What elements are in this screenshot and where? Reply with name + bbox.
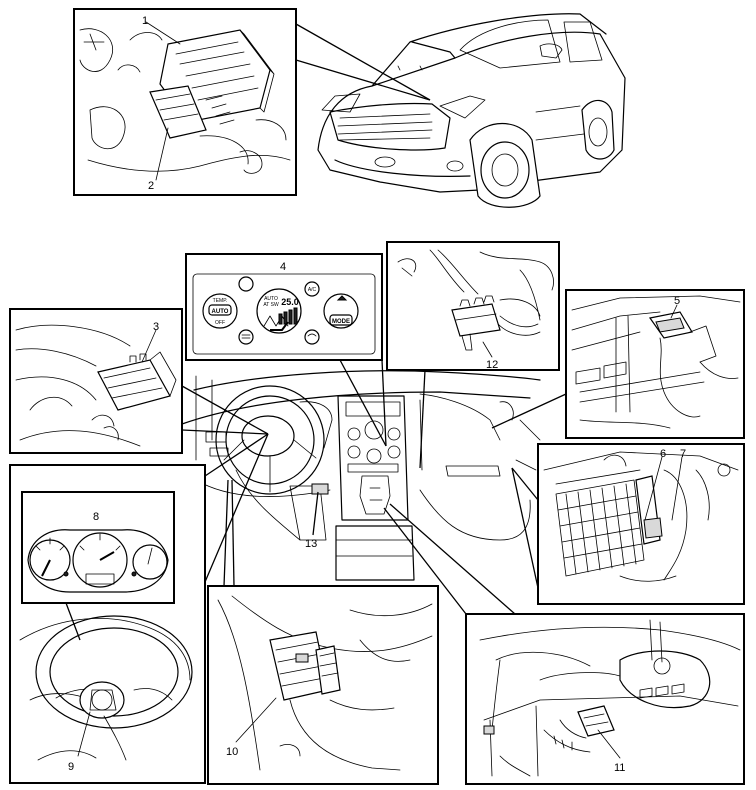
- callout-11: 11: [614, 762, 625, 774]
- ac-button: [304, 281, 320, 297]
- callout-9: 9: [68, 761, 74, 773]
- panel-climate-control: [185, 253, 383, 361]
- ac-label: A/C: [308, 287, 317, 293]
- panel-relay: [386, 241, 560, 371]
- combination-meter: [27, 529, 169, 593]
- callout-10: 10: [226, 746, 238, 758]
- steering-wheel: [215, 385, 325, 495]
- panel-glovebox-area: [537, 443, 745, 605]
- mode-label: MODE: [332, 319, 350, 325]
- temp-dial: [202, 293, 238, 329]
- panel-lower-dash-left: [207, 585, 439, 785]
- callout-6: 6: [660, 448, 666, 460]
- callout-4: 4: [280, 261, 286, 273]
- rear-defog-button: [238, 329, 254, 345]
- callout-1: 1: [142, 15, 148, 27]
- panel-center-console: [465, 613, 745, 785]
- relay-grid: [555, 479, 645, 577]
- callout-5: 5: [674, 295, 680, 307]
- at-sw-label: AT SW: [263, 302, 279, 308]
- panel-upper-relay: [565, 289, 745, 439]
- callout-7: 7: [680, 448, 686, 460]
- center-display: [256, 288, 302, 334]
- vehicle-exterior: [317, 13, 626, 208]
- button-top-left: [238, 276, 254, 292]
- leader-line: [295, 59, 431, 101]
- mode-dial: [323, 293, 359, 329]
- panel-steering-column-upper: [9, 308, 183, 454]
- callout-13: 13: [305, 538, 317, 550]
- off-label: OFF: [215, 320, 225, 326]
- callout-8: 8: [93, 511, 99, 523]
- callout-12: 12: [486, 359, 498, 371]
- leader-lines: [65, 359, 567, 641]
- auto-label: AUTO: [212, 309, 229, 315]
- callout-2: 2: [148, 180, 154, 192]
- front-defog-button: [304, 329, 320, 345]
- climate-panel-labels: TEMP. AUTO OFF AUTO AT SW 25.0 A/C MODE: [212, 287, 350, 326]
- callout-3: 3: [153, 321, 159, 333]
- dashboard-interior: [181, 370, 541, 581]
- panel-engine-room: [73, 8, 297, 196]
- temp-display: 25.0: [281, 297, 299, 307]
- panel-meter-steering: [9, 464, 206, 784]
- leader-line: [295, 23, 431, 101]
- callout-numbers: 1 2 3 4 5 6 7 8 9 10 11 12 13: [68, 15, 686, 774]
- temp-label: TEMP.: [213, 298, 228, 304]
- auto-small-label: AUTO: [264, 296, 278, 302]
